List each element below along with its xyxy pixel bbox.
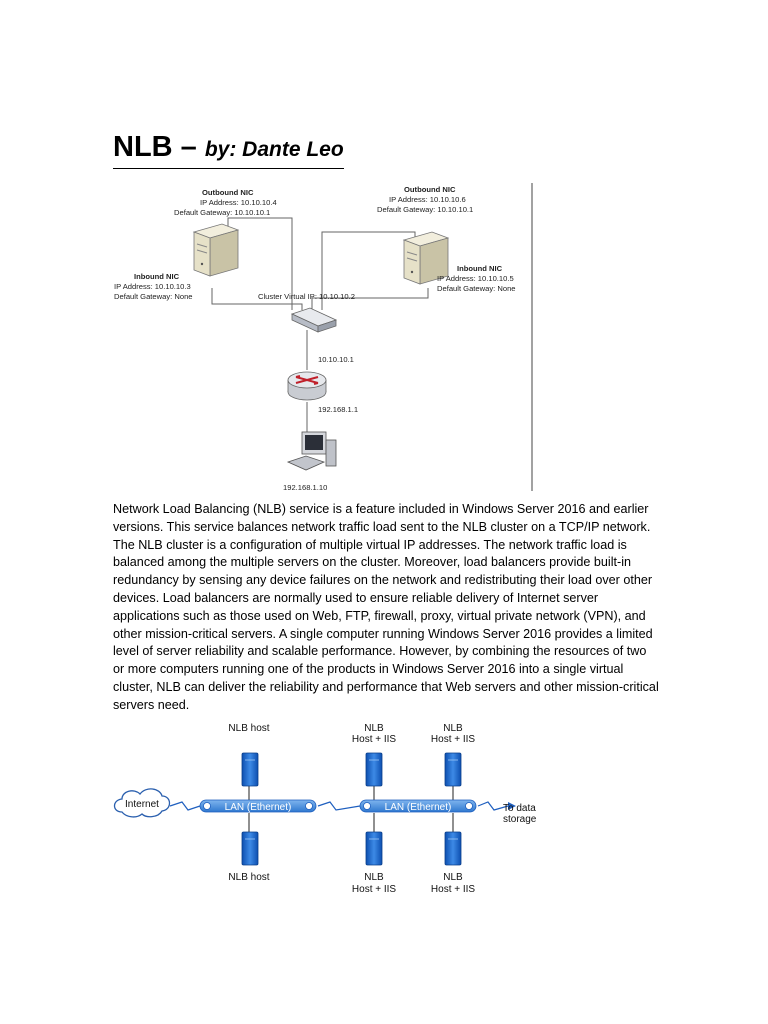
router-ip: 192.168.1.1	[318, 405, 358, 414]
left-outbound-title: Outbound NIC	[202, 188, 254, 197]
server-bottom-1-icon	[241, 831, 259, 866]
bottom-host-label-3b: Host + IIS	[431, 884, 476, 895]
top-host-label-3a: NLB	[443, 723, 463, 734]
lan-bar-right: LAN (Ethernet)	[359, 799, 477, 813]
top-host-label-2b: Host + IIS	[352, 734, 397, 745]
top-host-label-1: NLB host	[228, 723, 269, 734]
right-outbound-gateway: Default Gateway: 10.10.10.1	[377, 205, 473, 214]
storage-label-2: storage	[503, 814, 537, 825]
server-top-3-icon	[444, 752, 462, 787]
right-inbound-ip: IP Address: 10.10.10.5	[437, 274, 514, 283]
right-server-icon	[402, 231, 450, 285]
body-paragraph: Network Load Balancing (NLB) service is …	[113, 502, 659, 712]
bottom-host-label-1: NLB host	[228, 872, 269, 883]
storage-label-1: To data	[503, 803, 536, 814]
switch-icon	[290, 307, 338, 333]
nlb-topology-diagram: Outbound NIC IP Address: 10.10.10.4 Defa…	[114, 183, 533, 492]
lan-label-right: LAN (Ethernet)	[385, 802, 452, 813]
right-inbound-gateway: Default Gateway: None	[437, 284, 516, 293]
internet-cloud-icon: Internet	[113, 788, 171, 818]
bottom-host-label-2a: NLB	[364, 872, 384, 883]
server-top-1-icon	[241, 752, 259, 787]
title-main: NLB –	[113, 131, 205, 163]
client-computer-icon	[286, 431, 337, 471]
server-bottom-2-icon	[365, 831, 383, 866]
title-author: by: Dante Leo	[204, 138, 344, 161]
left-inbound-gateway: Default Gateway: None	[114, 292, 193, 301]
server-top-2-icon	[365, 752, 383, 787]
left-inbound-title: Inbound NIC	[134, 272, 180, 281]
router-icon	[287, 371, 327, 401]
internet-label: Internet	[125, 799, 159, 810]
top-host-label-2a: NLB	[364, 723, 384, 734]
bottom-host-label-2b: Host + IIS	[352, 884, 397, 895]
lan-bar-left: LAN (Ethernet)	[199, 799, 317, 813]
switch-ip: 10.10.10.1	[318, 355, 354, 364]
lan-label-left: LAN (Ethernet)	[225, 802, 292, 813]
right-outbound-ip: IP Address: 10.10.10.6	[389, 195, 466, 204]
left-inbound-ip: IP Address: 10.10.10.3	[114, 282, 191, 291]
bottom-host-label-3a: NLB	[443, 872, 463, 883]
server-bottom-3-icon	[444, 831, 462, 866]
nlb-lan-diagram: NLB host NLB Host + IIS NLB Host + IIS	[113, 723, 537, 895]
top-host-label-3b: Host + IIS	[431, 734, 476, 745]
left-server-icon	[192, 223, 240, 277]
right-outbound-title: Outbound NIC	[404, 185, 456, 194]
client-ip: 192.168.1.10	[283, 483, 327, 492]
left-outbound-gateway: Default Gateway: 10.10.10.1	[174, 208, 270, 217]
document-title: NLB – by: Dante Leo	[113, 131, 344, 169]
left-outbound-ip: IP Address: 10.10.10.4	[200, 198, 277, 207]
right-inbound-title: Inbound NIC	[457, 264, 503, 273]
cluster-virtual-ip: Cluster Virtual IP: 10.10.10.2	[258, 292, 355, 301]
